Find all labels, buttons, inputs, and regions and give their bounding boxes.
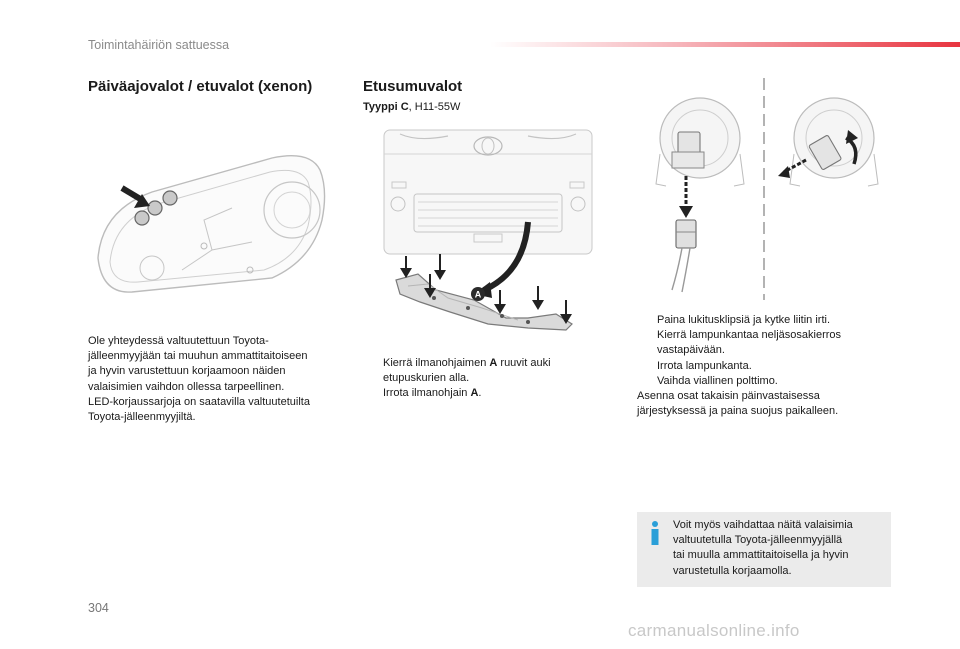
header-red-rule <box>490 42 960 47</box>
type-letter: C <box>400 101 409 113</box>
text-line: ja hyvin varustettuun korjaamoon näiden <box>88 365 286 378</box>
text-line: Toyota-jälleenmyyjiltä. <box>88 411 196 424</box>
bumper-illustration: A <box>383 129 593 331</box>
text-line: Ole yhteydessä valtuutettuun Toyota- <box>88 335 269 347</box>
section-label: Toimintahäiriön sattuessa <box>88 38 230 52</box>
step-item: Irrota ilmanohjain A. <box>383 387 482 400</box>
headlamp-section-title: Päiväajovalot / etuvalot (xenon) <box>88 78 313 95</box>
foglamp-steps-list: Kierrä ilmanohjaimen A ruuvit auki etupu… <box>363 356 593 402</box>
step-item: Paina lukitusklipsiä ja kytke liitin irt… <box>657 314 831 326</box>
step-item-continuation: vastapäivään. <box>657 344 725 357</box>
text-line: valaisimien vaihdon ollessa tarpeellinen… <box>88 380 285 393</box>
step-item-continuation: etupuskurien alla. <box>383 372 470 385</box>
step-item: Vaihda viallinen polttimo. <box>657 374 778 387</box>
headlamp-instructions: Ole yhteydessä valtuutettuun Toyota- jäl… <box>88 334 338 425</box>
info-icon <box>651 521 659 545</box>
type-prefix: Tyyppi <box>363 101 398 113</box>
callout-letter-a: A <box>475 290 482 300</box>
info-note-text: Voit myös vaihdattaa näitä valaisimia va… <box>673 519 853 577</box>
closing-line: järjestyksessä ja paina suojus paikallee… <box>637 405 839 418</box>
type-spec: , H11-55W <box>408 101 461 113</box>
info-note-box: Voit myös vaihdattaa näitä valaisimia va… <box>637 512 891 587</box>
text-line: LED-korjaussarjoja on saatavilla valtuut… <box>88 395 310 408</box>
headlamp-illustration <box>97 155 326 293</box>
foglamp-section-title: Etusumuvalot <box>363 78 463 95</box>
text-line: jälleenmyyjään tai muuhun ammattitaitois… <box>88 350 308 363</box>
page-number: 304 <box>88 601 109 615</box>
step-item: Kierrä ilmanohjaimen A ruuvit auki <box>383 357 551 369</box>
closing-line: Asenna osat takaisin päinvastaisessa <box>637 390 820 403</box>
bulb-replacement-steps: Paina lukitusklipsiä ja kytke liitin irt… <box>637 313 897 419</box>
illustration-divider <box>763 78 765 300</box>
bulb-type-line: Tyyppi C, H11-55W <box>363 101 460 113</box>
step-item: Kierrä lampunkantaa neljäsosakierros <box>657 329 842 342</box>
fog-lamp-bulb-twist-illustration <box>778 97 879 187</box>
fog-lamp-connector-illustration <box>655 97 745 293</box>
watermark: carmanualsonline.info <box>628 621 800 640</box>
step-item: Irrota lampunkanta. <box>657 359 752 372</box>
